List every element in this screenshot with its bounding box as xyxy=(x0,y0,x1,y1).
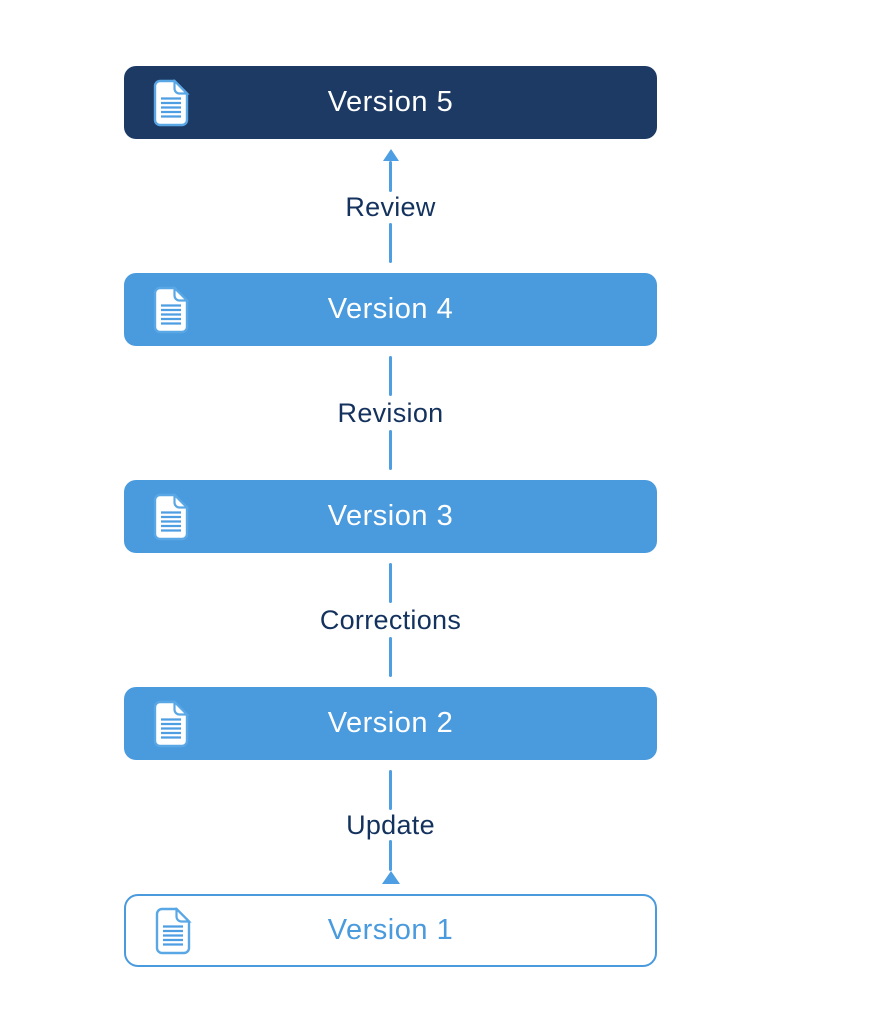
connector-revision: Revision xyxy=(124,346,657,480)
document-icon xyxy=(154,907,192,954)
document-icon xyxy=(152,493,190,540)
connector-line-lower xyxy=(389,223,392,263)
version-2-box: Version 2 xyxy=(124,687,657,760)
version-1-label: Version 1 xyxy=(327,914,454,946)
version-4-label: Version 4 xyxy=(327,293,454,325)
connector-line xyxy=(389,840,392,871)
version-5-box: Version 5 xyxy=(124,66,657,139)
connector-line-lower xyxy=(389,430,392,470)
connector-line-lower xyxy=(381,840,400,884)
connector-revision-label: Revision xyxy=(337,397,444,428)
connector-update: Update xyxy=(124,760,657,894)
connector-review-label: Review xyxy=(345,192,436,222)
connector-line-upper xyxy=(389,770,392,810)
connector-corrections-label: Corrections xyxy=(319,604,462,635)
version-3-label: Version 3 xyxy=(327,500,454,532)
arrow-up-icon xyxy=(381,871,400,884)
document-icon xyxy=(152,286,190,333)
flow-column: Version 5 Review Version 4 Revisi xyxy=(124,66,657,967)
arrow-up-icon xyxy=(382,149,399,161)
connector-line xyxy=(389,563,392,603)
connector-line-upper xyxy=(389,356,392,396)
version-5-label: Version 5 xyxy=(327,86,454,118)
connector-line-upper xyxy=(389,563,392,603)
connector-corrections: Corrections xyxy=(124,553,657,687)
document-icon xyxy=(152,700,190,747)
connector-line xyxy=(389,637,392,677)
document-icon xyxy=(152,79,190,126)
connector-line-upper xyxy=(382,149,399,192)
connector-line xyxy=(389,770,392,810)
connector-update-label: Update xyxy=(346,809,435,840)
connector-line xyxy=(389,430,392,470)
connector-line xyxy=(389,161,392,192)
connector-review: Review xyxy=(124,139,657,273)
connector-line xyxy=(389,356,392,396)
version-3-box: Version 3 xyxy=(124,480,657,553)
connector-line xyxy=(389,223,392,263)
connector-line-lower xyxy=(389,637,392,677)
version-1-box: Version 1 xyxy=(124,894,657,967)
version-2-label: Version 2 xyxy=(327,707,454,739)
version-4-box: Version 4 xyxy=(124,273,657,346)
